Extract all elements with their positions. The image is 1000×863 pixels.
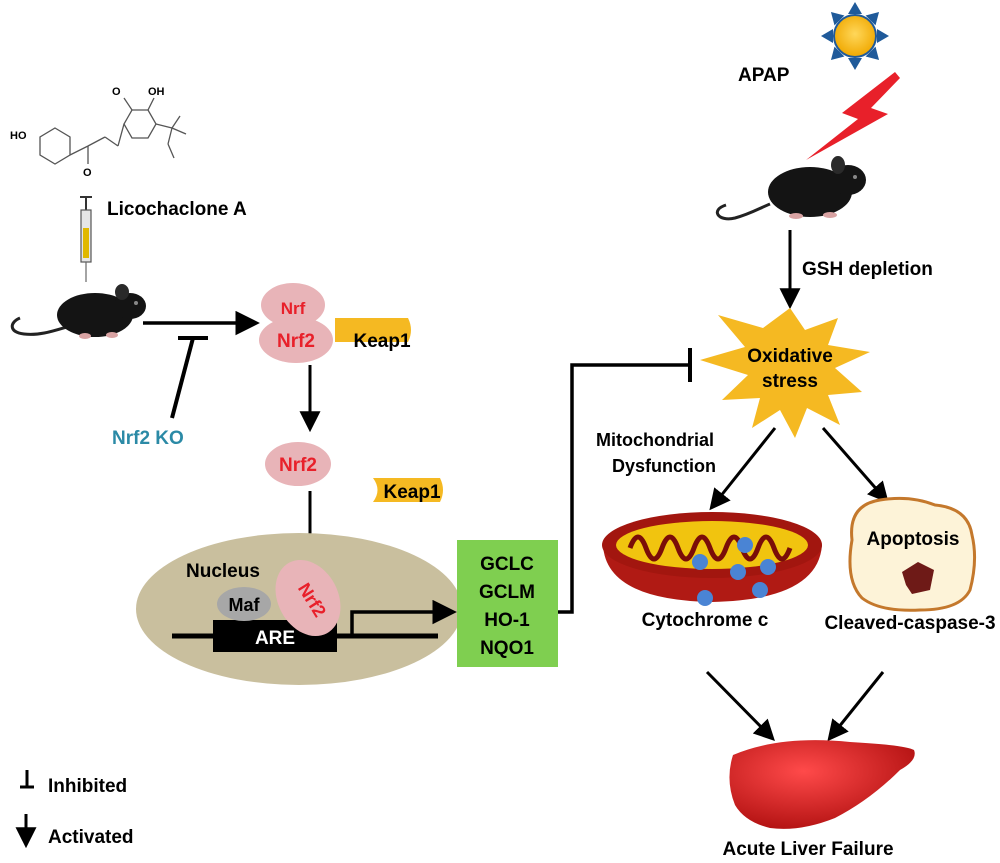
apoptosis-label: Apoptosis xyxy=(867,529,960,550)
gene-gclc: GCLC xyxy=(480,554,534,575)
gene-gclm: GCLM xyxy=(479,582,535,603)
nrf2-protein-top xyxy=(261,283,325,327)
inhibition-line-knockout xyxy=(170,337,195,419)
nrf2-protein-free xyxy=(265,442,331,486)
gene-nqo1: NQO1 xyxy=(480,638,534,659)
transcription-arrow xyxy=(338,599,457,638)
stress-label-line1: Oxidative xyxy=(747,346,833,367)
apoptotic-nucleus xyxy=(902,562,934,594)
apap-sun-icon xyxy=(821,2,889,70)
keap1-shape-bound xyxy=(335,318,411,342)
legend: Inhibited Activated xyxy=(15,770,134,849)
keap1-bound-label: Keap1 xyxy=(353,331,410,352)
nrf2-protein-bound xyxy=(259,317,333,363)
oxidative-stress-burst xyxy=(700,308,870,438)
gene-ho1: HO-1 xyxy=(484,610,530,631)
activation-arrow-caspase-liver xyxy=(827,671,885,742)
compound-label: Licochaclone A xyxy=(107,199,247,220)
mouse-icon xyxy=(10,284,146,339)
nrf2-protein-nuclear xyxy=(275,559,341,637)
maf-label: Maf xyxy=(229,595,261,615)
nucleus-label: Nucleus xyxy=(186,561,260,582)
atom-methoxy-oxygen: O xyxy=(112,86,121,98)
target-genes-box xyxy=(457,540,558,667)
nrf2-bound-label: Nrf2 xyxy=(277,331,315,352)
atom-hydroxyl-right: OH xyxy=(148,86,165,98)
maf-protein xyxy=(217,587,271,621)
apap-label: APAP xyxy=(738,65,790,86)
keap1-free-label: Keap1 xyxy=(383,482,440,503)
activation-arrow-cytochrome-liver xyxy=(705,670,775,741)
activation-arrow-apoptosis xyxy=(821,427,889,504)
liver-icon xyxy=(729,740,915,829)
licochalcone-structure xyxy=(39,97,187,165)
syringe-icon xyxy=(80,196,92,282)
gsh-label: GSH depletion xyxy=(802,259,933,280)
knockout-label: Nrf2 KO xyxy=(112,428,184,449)
stress-label-line2: stress xyxy=(762,371,818,392)
atom-hydroxyl-left: HO xyxy=(10,130,27,142)
legend-inhibited-label: Inhibited xyxy=(48,776,127,797)
activation-arrow-mito xyxy=(709,427,777,511)
mito-label-line1: Mitochondrial xyxy=(596,430,714,450)
are-label: ARE xyxy=(255,628,295,649)
apoptotic-cell xyxy=(848,496,977,612)
legend-activated-label: Activated xyxy=(48,827,134,848)
keap1-shape-free xyxy=(373,478,443,502)
mitochondrion-icon xyxy=(602,512,822,602)
nrf2-free-label: Nrf2 xyxy=(279,455,317,476)
caspase-label: Cleaved-caspase-3 xyxy=(824,613,995,634)
outcome-label: Acute Liver Failure xyxy=(722,839,893,860)
cytochrome-label: Cytochrome c xyxy=(642,610,769,631)
inhibition-line-stress xyxy=(558,363,690,614)
lightning-bolt-icon xyxy=(806,72,900,160)
apap-mouse-icon xyxy=(715,156,866,221)
nrf2-top-label: Nrf xyxy=(281,299,306,318)
atom-carbonyl-oxygen: O xyxy=(83,167,92,179)
cytochrome-dots xyxy=(692,537,776,606)
mito-label-line2: Dysfunction xyxy=(612,456,716,476)
